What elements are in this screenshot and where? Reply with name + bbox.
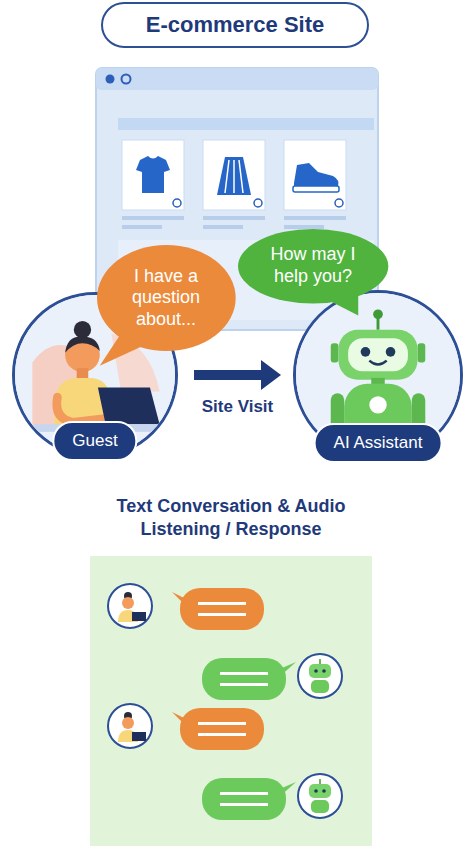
- product-card: [122, 140, 184, 229]
- arrow-head: [261, 360, 281, 390]
- assistant-message: [202, 774, 342, 820]
- guest-message: [108, 704, 264, 750]
- chat-illustration: [90, 556, 372, 846]
- arrow-shaft: [194, 370, 263, 380]
- speech-bubble: How may I help you?: [238, 229, 388, 304]
- product-card: [284, 140, 346, 229]
- assistant-message: [202, 654, 342, 700]
- conversation-panel: Text Conversation & Audio Listening / Re…: [90, 495, 372, 846]
- node-text: How may I help you?: [266, 244, 360, 287]
- node-text: I have a question about...: [123, 266, 209, 331]
- title-pill: E-commerce Site: [101, 2, 369, 48]
- node-text: Text Conversation & Audio Listening / Re…: [90, 495, 372, 542]
- speech-bubble: I have a question about...: [97, 245, 236, 351]
- flow-arrow: [194, 360, 281, 390]
- chat-ground: [90, 556, 372, 846]
- assistant-circle: AI Assistant: [293, 290, 463, 460]
- product-card: [203, 140, 265, 229]
- node-text: AI Assistant: [314, 423, 443, 463]
- guest-message: [108, 584, 264, 630]
- edge-label: Site Visit: [199, 397, 277, 417]
- node-text: Guest: [52, 421, 137, 461]
